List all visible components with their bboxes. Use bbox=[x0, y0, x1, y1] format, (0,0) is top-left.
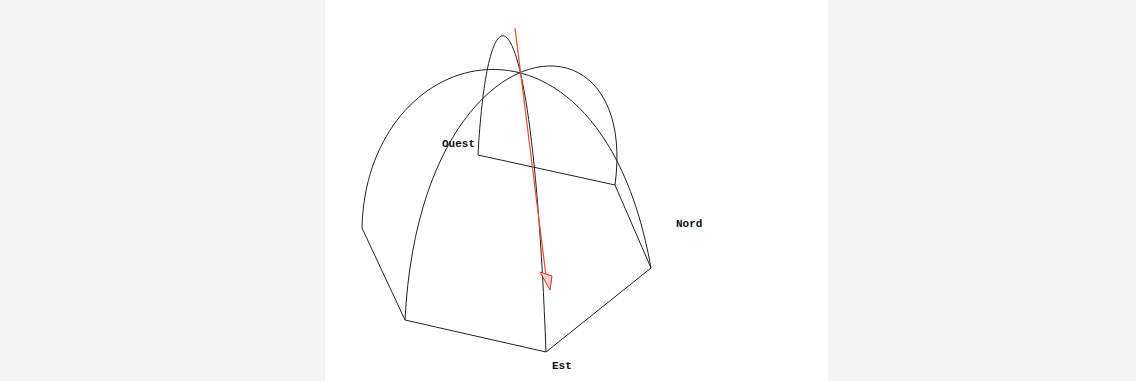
side-panel bbox=[0, 0, 325, 381]
arrow-head bbox=[540, 272, 552, 290]
direction-label: Nord bbox=[676, 219, 702, 230]
direction-label: Ouest bbox=[442, 139, 475, 150]
base-hexagon bbox=[362, 155, 651, 352]
direction-label: Est bbox=[552, 361, 572, 372]
dome-arc bbox=[362, 69, 651, 268]
arrow-shaft bbox=[515, 28, 546, 276]
red-arrow bbox=[515, 28, 552, 290]
side-panel bbox=[828, 0, 1136, 381]
dome-wireframe bbox=[362, 36, 651, 352]
dome-arc bbox=[405, 66, 617, 320]
